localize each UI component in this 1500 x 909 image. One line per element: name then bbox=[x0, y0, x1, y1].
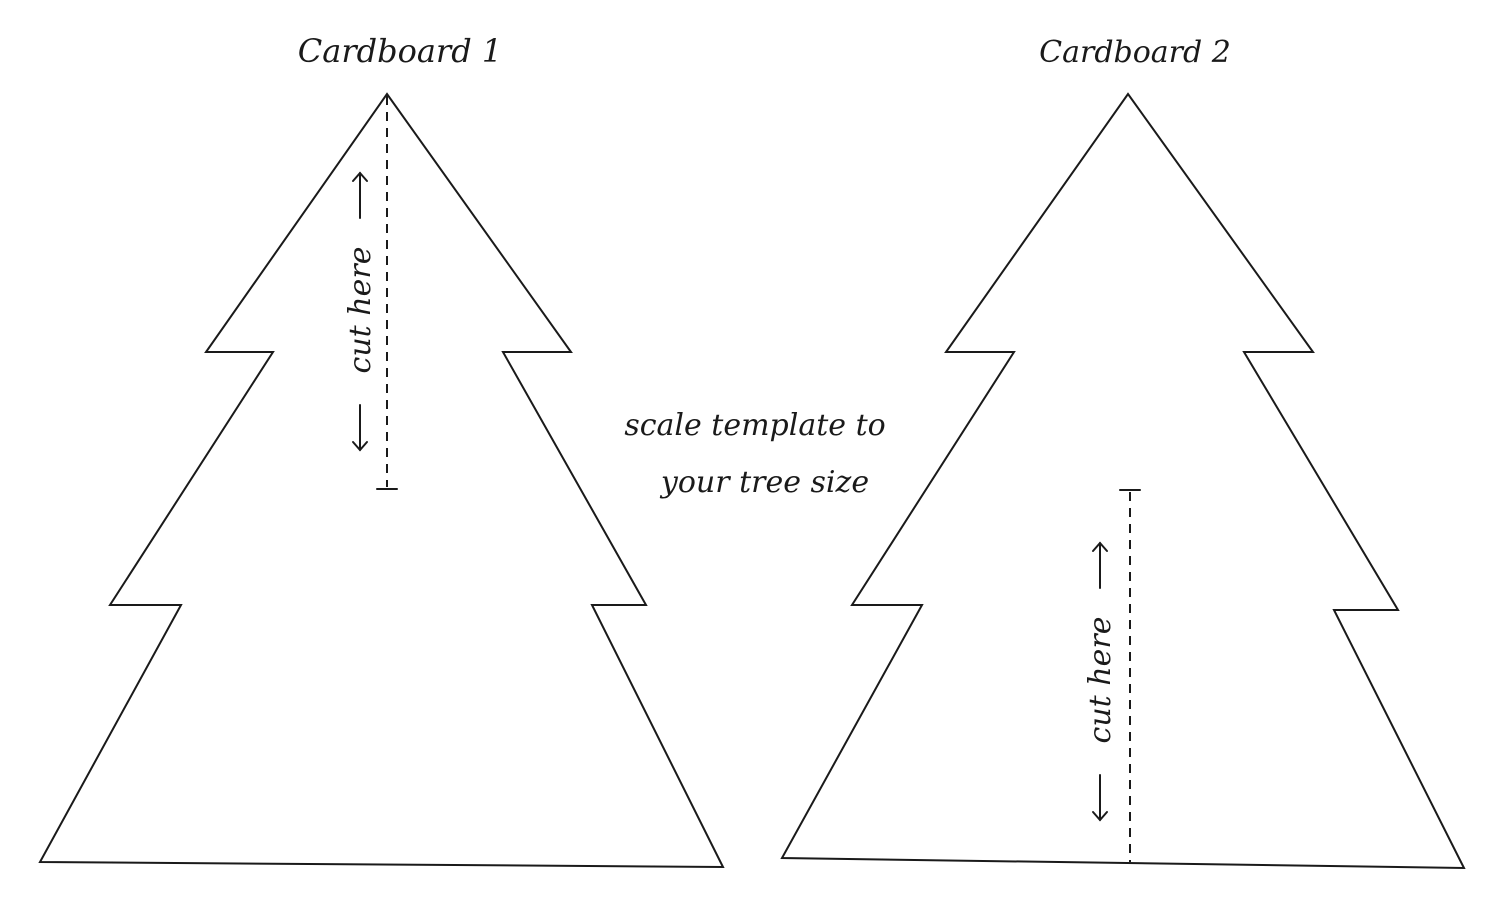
tree-1-cut-annotation: cut here bbox=[343, 171, 378, 452]
note-line-1: scale template to bbox=[624, 408, 885, 443]
tree-2-cut-guide bbox=[1119, 489, 1141, 862]
cardboard-1-title: Cardboard 1 bbox=[298, 32, 502, 70]
tree-1-arrow-down-icon bbox=[352, 404, 368, 452]
tree-2-arrow-up-icon bbox=[1092, 541, 1108, 589]
tree-2-cut-annotation: cut here bbox=[1083, 541, 1118, 822]
cardboard-2-title: Cardboard 2 bbox=[1039, 35, 1231, 70]
tree-2-cut-label: cut here bbox=[1083, 617, 1118, 744]
tree-1-arrow-up-icon bbox=[352, 171, 368, 219]
note-line-2: your tree size bbox=[659, 465, 869, 500]
tree-1-outline bbox=[38, 92, 725, 869]
tree-2-outline bbox=[780, 92, 1466, 870]
tree-2-arrow-down-icon bbox=[1092, 774, 1108, 822]
tree-1-cut-label: cut here bbox=[343, 247, 378, 374]
tree-1-cut-guide bbox=[376, 96, 398, 490]
